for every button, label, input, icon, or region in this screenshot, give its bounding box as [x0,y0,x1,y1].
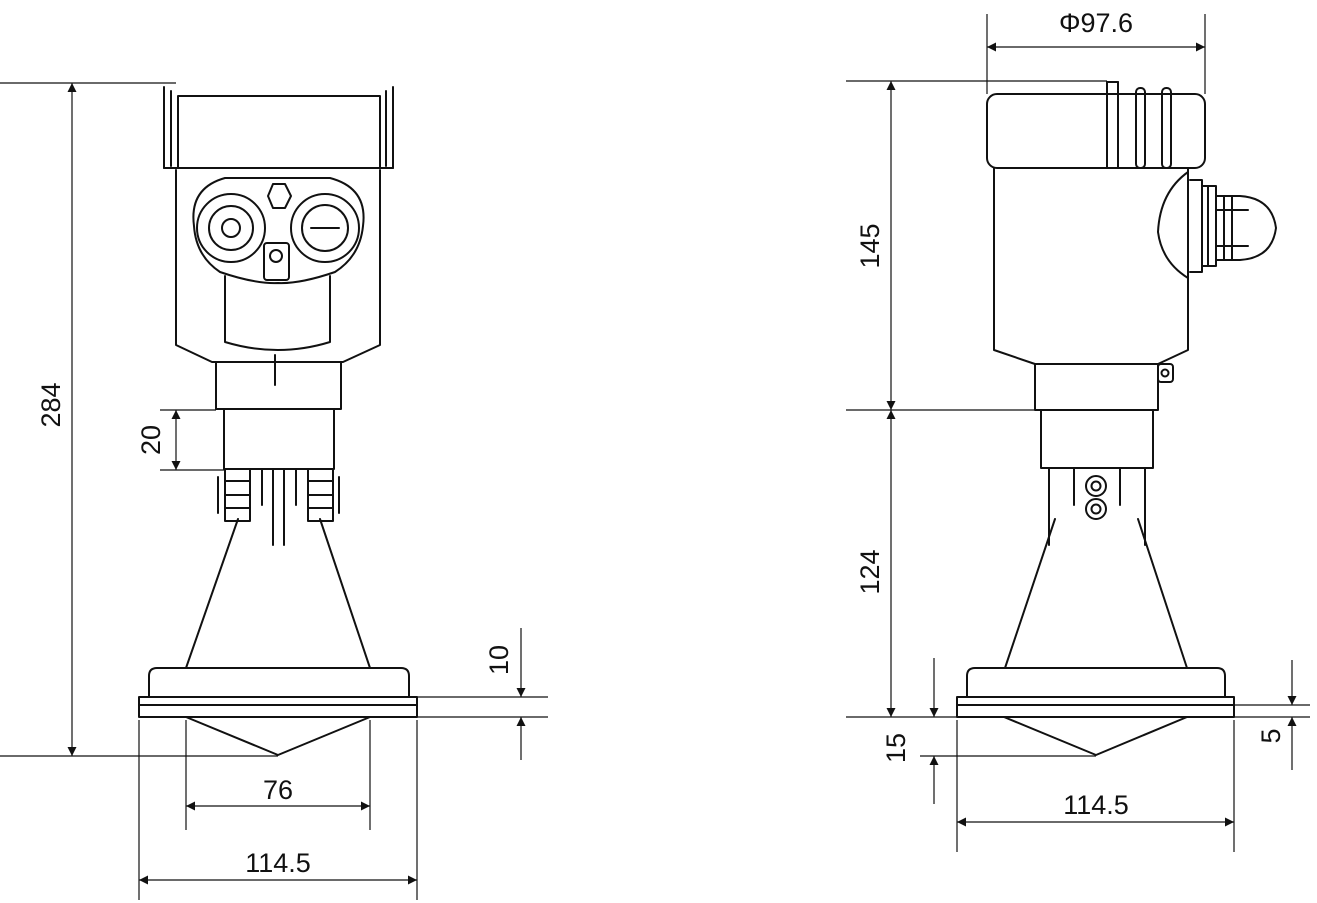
dim-lens-height-label: 15 [881,733,911,763]
side-horn-antenna [1004,518,1188,669]
front-process-connection [215,361,342,546]
dim-horn-diameter-label: 76 [263,775,293,805]
dim-housing-diameter-label: Φ97.6 [1059,8,1133,38]
front-view: 284 20 10 76 114.5 [0,82,548,900]
dim-overall-height-label: 284 [36,382,66,427]
side-process-connection [1034,363,1159,546]
front-flange [138,667,418,756]
dim-flange-step-label: 10 [484,645,514,675]
dim-front-flange-width-label: 114.5 [245,848,311,878]
dim-neck-height-label: 20 [136,425,166,455]
front-horn-antenna [185,518,371,669]
dim-antenna-height-label: 124 [855,549,885,594]
side-view: Φ97.6 145 124 15 5 114.5 [846,8,1310,852]
side-housing [986,81,1277,383]
dim-housing-height-label: 145 [855,223,885,268]
dim-side-flange-width-label: 114.5 [1063,790,1129,820]
dim-flange-thickness-label: 5 [1256,728,1286,743]
front-housing [163,86,394,386]
side-flange [956,667,1235,756]
